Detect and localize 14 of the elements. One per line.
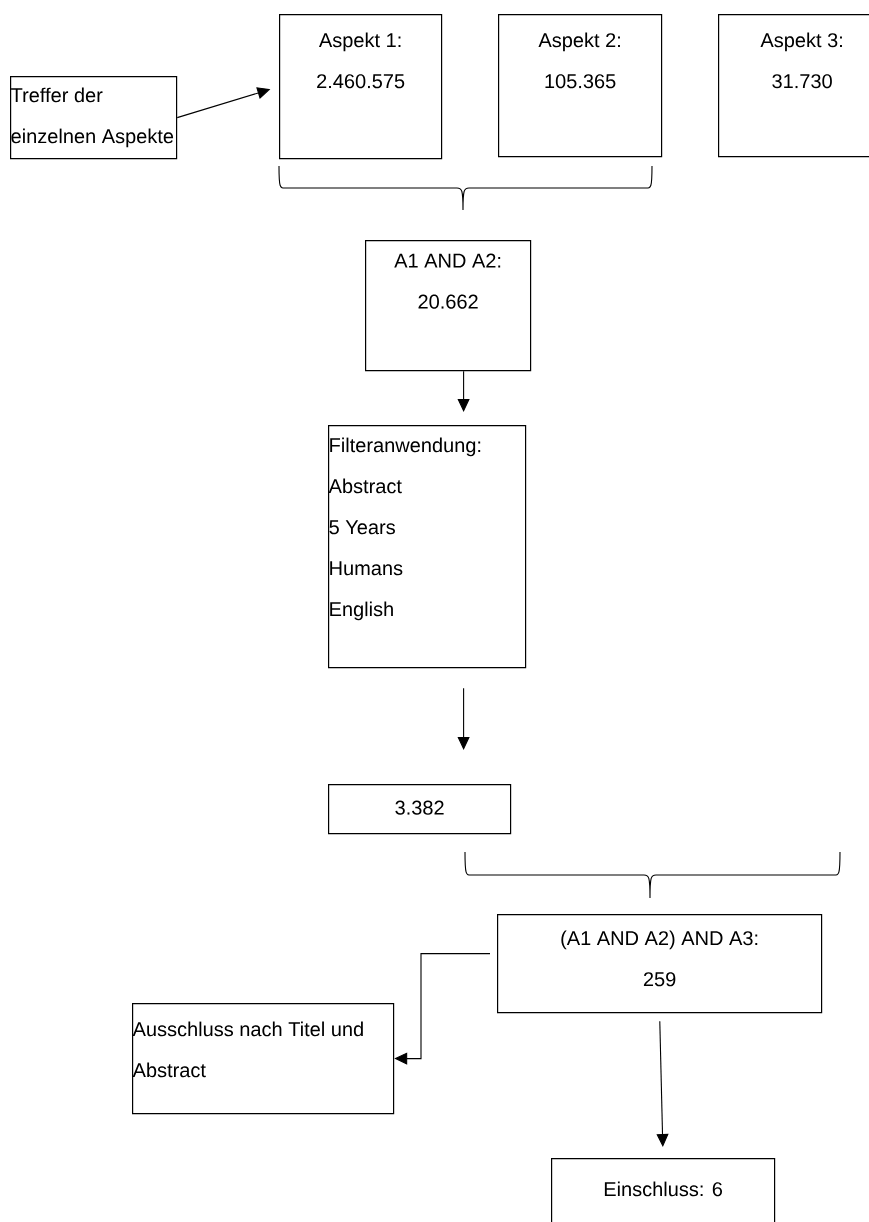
process-box: A1 AND A2: 20.662 [365, 240, 532, 372]
process-box: Treffer der einzelnen Aspekte [10, 76, 178, 160]
process-box: 3.382 [328, 784, 512, 835]
process-box: Aspekt 3: 31.730 [718, 14, 869, 158]
process-box: Aspekt 2: 105.365 [498, 14, 663, 158]
arrow [457, 687, 470, 750]
process-box: Ausschluss nach Titel und Abstract [132, 1003, 395, 1115]
process-box: Aspekt 1: 2.460.575 [279, 14, 443, 160]
process-box: (A1 AND A2) AND A3: 259 [497, 914, 823, 1014]
process-box: Filteranwendung: Abstract 5 Years Humans English [328, 425, 527, 669]
arrow [394, 953, 491, 1065]
arrow [656, 1020, 669, 1147]
arrow [457, 370, 470, 412]
process-box: Einschluss: 6 [551, 1158, 776, 1222]
